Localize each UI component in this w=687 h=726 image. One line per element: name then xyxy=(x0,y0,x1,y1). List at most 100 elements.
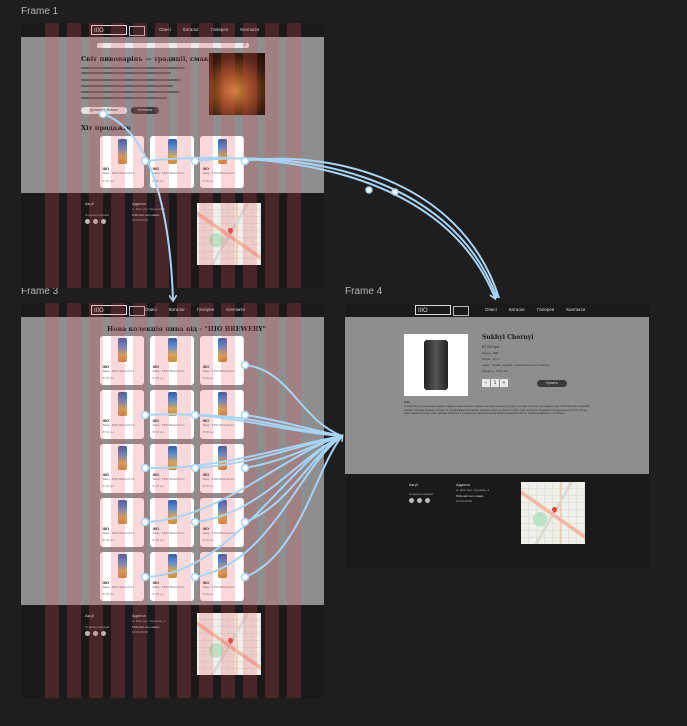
hero-text-line xyxy=(81,72,171,74)
frame-1-label[interactable]: Frame 1 xyxy=(21,6,59,17)
social-icon-instagram[interactable] xyxy=(409,498,414,503)
footer-promos[interactable]: Акції xyxy=(409,482,418,487)
card-title: IIIO xyxy=(102,418,110,424)
frame-4[interactable]: IIIO Описі Каталог Галерея Контакти Sukh… xyxy=(345,303,649,569)
product-card[interactable]: IIIO Лагер · 5,5% Об'єм 0,5 л/л 87,00 гр… xyxy=(200,136,244,188)
quantity-field[interactable]: 1 xyxy=(491,379,499,387)
social-icon-instagram[interactable] xyxy=(85,631,90,636)
product-card[interactable]: IIIO Лагер · 5,5% Об'єм 0,5 л/л 87,00 гр… xyxy=(100,136,144,188)
nav-link-about[interactable]: Описі xyxy=(159,27,171,32)
nav-link-contacts[interactable]: Контакти xyxy=(566,307,586,312)
site-logo[interactable]: IIIO xyxy=(415,305,451,315)
card-title: IIIO xyxy=(102,526,110,532)
nav-link-catalog[interactable]: Каталог xyxy=(182,27,200,32)
site-logo[interactable]: IIIO xyxy=(91,305,127,315)
frame-4-label[interactable]: Frame 4 xyxy=(345,286,383,297)
search-icon[interactable]: ⌕ xyxy=(243,42,246,48)
card-price: 87,00 грн xyxy=(202,539,214,543)
beer-can-image xyxy=(217,338,228,362)
description-heading: Опис xyxy=(404,401,411,404)
search-input[interactable]: ⌕ xyxy=(97,43,249,48)
social-icon-instagram[interactable] xyxy=(85,219,90,224)
social-icon-telegram[interactable] xyxy=(101,219,106,224)
footer-hours: 10:00-20:00 xyxy=(456,499,473,503)
card-price: 87,00 грн xyxy=(152,539,164,543)
frame-3[interactable]: IIIO Описі Каталог Галерея Контакти Нова… xyxy=(21,303,324,698)
beer-can-image xyxy=(424,340,448,390)
beer-can-image xyxy=(217,554,228,578)
card-price: 87,00 грн xyxy=(202,593,214,597)
beer-can-image xyxy=(217,446,228,470)
footer-hours-title: Робочий час з вами xyxy=(132,213,160,217)
site-logo[interactable]: IIIO xyxy=(91,25,127,35)
footer-address: м. Київ, вул. Грушева, 4 xyxy=(456,488,489,492)
card-title: IIIO xyxy=(102,364,110,370)
location-map[interactable] xyxy=(197,203,261,265)
social-icon-facebook[interactable] xyxy=(417,498,422,503)
social-icon-facebook[interactable] xyxy=(93,219,98,224)
footer-promos[interactable]: Акції xyxy=(85,201,94,206)
decrease-button[interactable]: − xyxy=(482,379,490,387)
beer-can-image xyxy=(117,554,128,578)
nav-link-catalog[interactable]: Каталог xyxy=(168,307,186,312)
wire-handle[interactable] xyxy=(365,186,373,194)
social-icon-telegram[interactable] xyxy=(101,631,106,636)
frame-1[interactable]: IIIO Описі Каталог Галерея Контакти ⌕ Св… xyxy=(21,23,324,288)
beer-can-image xyxy=(167,500,178,524)
beer-can-image xyxy=(167,554,178,578)
hero-title: Світ пивоварінь — традиції, смаковий, си… xyxy=(81,55,250,63)
map-pin-icon xyxy=(226,636,234,644)
wire-handle[interactable] xyxy=(391,188,399,196)
nav-link-about[interactable]: Описі xyxy=(485,307,497,312)
product-card[interactable]: IIIO Лагер · 5,5% Об'єм 0,5 л/л 87,00 гр… xyxy=(150,136,194,188)
nav-link-contacts[interactable]: Контакти xyxy=(226,307,246,312)
nav-link-gallery[interactable]: Галерея xyxy=(197,307,215,312)
contacts-button[interactable]: Контакти xyxy=(131,107,159,114)
nav-link-catalog[interactable]: Каталог xyxy=(508,307,526,312)
footer-address-title: Адреса xyxy=(456,482,470,487)
nav-link-gallery[interactable]: Галерея xyxy=(537,307,555,312)
card-subtitle: Лагер · 5,5% Об'єм 0,5 л/л xyxy=(202,369,235,373)
card-price: 87,00 грн xyxy=(102,593,114,597)
location-map[interactable] xyxy=(197,613,261,675)
card-price: 87,00 грн xyxy=(202,431,214,435)
nav-link-about[interactable]: Описі xyxy=(145,307,157,312)
buy-button[interactable]: Купити xyxy=(537,380,567,387)
social-icon-telegram[interactable] xyxy=(425,498,430,503)
footer-promos[interactable]: Акції xyxy=(85,613,94,618)
card-title: IIIO xyxy=(152,418,160,424)
beer-can-image xyxy=(167,446,178,470)
site-header: IIIO Описі Каталог Галерея Контакти xyxy=(21,303,324,317)
footer-social-title: Соціальні мережі xyxy=(85,213,110,217)
nav-link-gallery[interactable]: Галерея xyxy=(211,27,229,32)
social-icon-facebook[interactable] xyxy=(93,631,98,636)
footer-address-title: Адреса xyxy=(132,613,146,618)
footer-hours: 10:00-20:00 xyxy=(132,218,149,222)
card-title: IIIO xyxy=(152,472,160,478)
card-price: 87,00 грн xyxy=(102,485,114,489)
increase-button[interactable]: + xyxy=(500,379,508,387)
nav-link-contacts[interactable]: Контакти xyxy=(240,27,260,32)
card-title: IIIO xyxy=(102,166,110,172)
hero-list-line xyxy=(81,91,179,93)
frame-3-label[interactable]: Frame 3 xyxy=(21,286,59,297)
card-title: IIIO xyxy=(202,166,210,172)
map-pin-icon xyxy=(550,505,558,513)
learn-more-button[interactable]: Дізнатись більше xyxy=(81,107,127,114)
location-map[interactable] xyxy=(521,482,585,544)
